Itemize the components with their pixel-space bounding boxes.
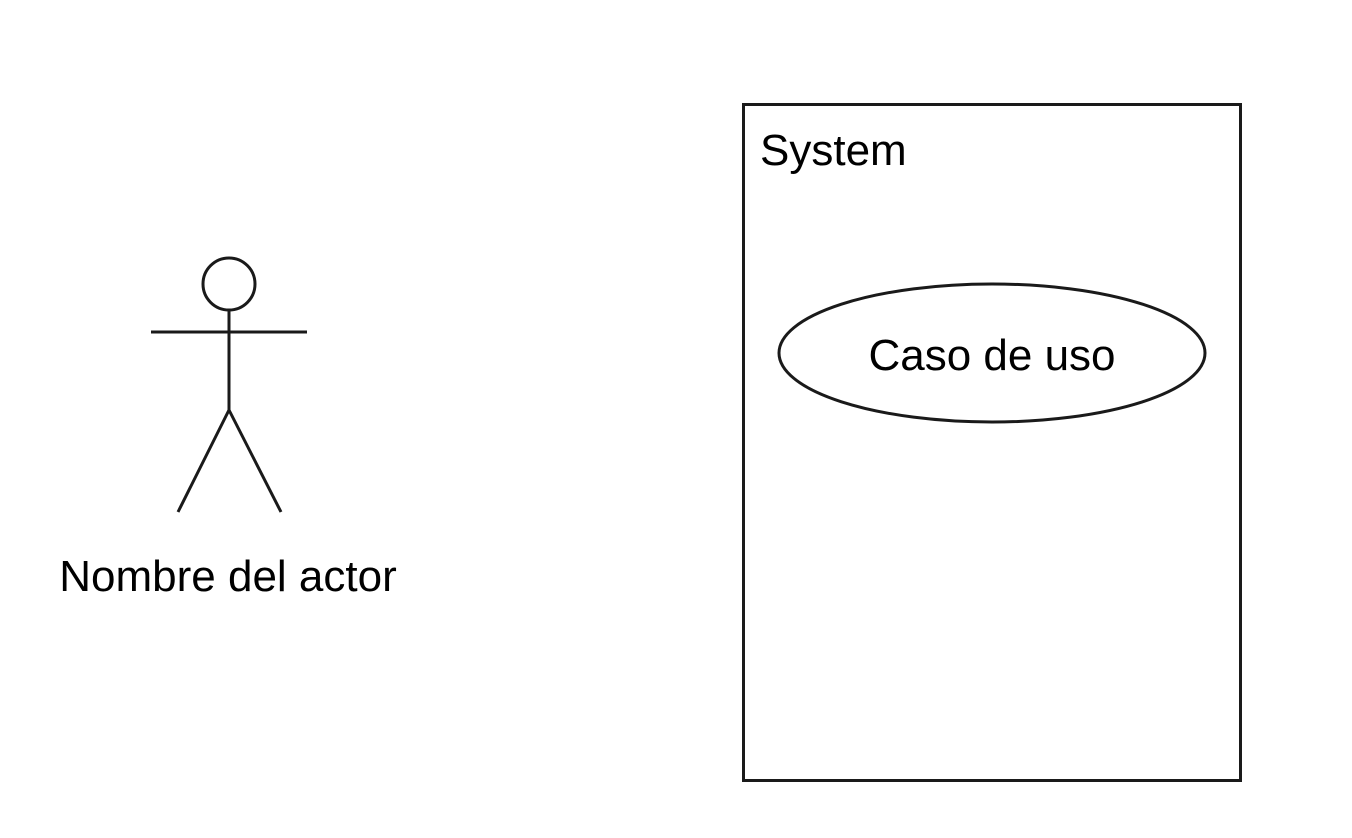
actor-left-leg [176,409,231,513]
system-label: System [760,126,907,175]
use-case-label: Caso de uso [868,331,1115,380]
system-boundary [742,103,1242,782]
actor-head [201,256,257,312]
use-case [777,282,1207,424]
actor [151,256,307,513]
actor-right-leg [227,409,283,513]
actor-label: Nombre del actor [59,552,396,601]
